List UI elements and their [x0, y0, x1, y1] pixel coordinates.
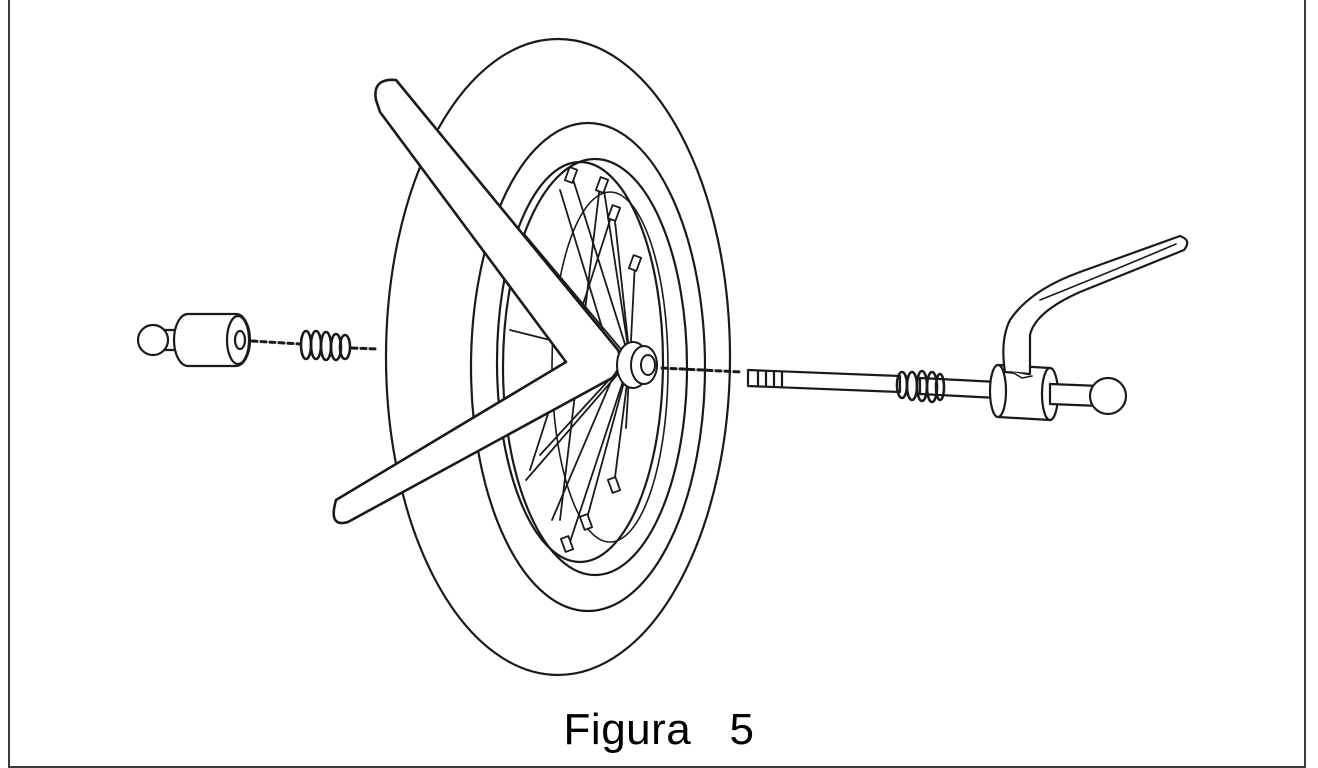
- left-spring: [299, 329, 352, 362]
- left-dash-1: [250, 339, 302, 346]
- left-dash-2: [350, 346, 380, 351]
- rim-outer: [501, 157, 689, 577]
- spoke-nipples: [559, 166, 643, 553]
- tyre-inner: [469, 121, 707, 613]
- caption-word: Figura: [563, 705, 692, 754]
- caption-number: 5: [729, 705, 755, 754]
- quick-release-skewer: [746, 368, 1000, 400]
- figure-caption: Figura 5: [0, 705, 1318, 755]
- left-pin: [136, 312, 252, 368]
- hub-nut: [616, 341, 658, 389]
- lever-body: [988, 234, 1189, 422]
- right-dash: [660, 366, 744, 374]
- rim-inner: [495, 160, 665, 564]
- right-spring: [895, 369, 946, 404]
